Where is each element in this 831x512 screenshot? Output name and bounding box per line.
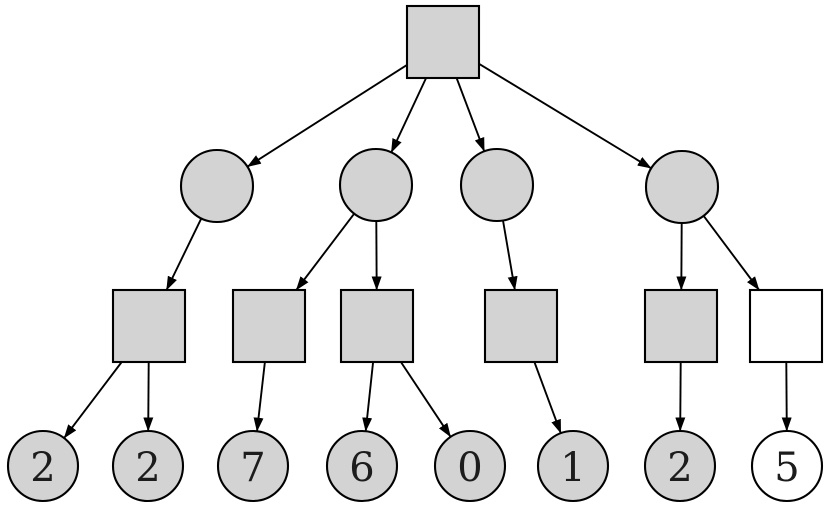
edges-layer xyxy=(63,62,792,439)
node-l2-label: 2 xyxy=(135,445,160,491)
node-l7 xyxy=(643,429,717,503)
edge-s5-l7 xyxy=(675,361,686,432)
edge-s1-l2 xyxy=(143,361,154,432)
edge-c3-s4 xyxy=(502,220,518,291)
node-s6 xyxy=(748,288,824,364)
node-c4 xyxy=(644,149,720,225)
node-l8 xyxy=(750,429,824,503)
node-s4 xyxy=(483,288,559,364)
node-s3 xyxy=(339,288,415,364)
node-l3 xyxy=(216,429,290,503)
node-l4-label: 6 xyxy=(349,445,374,491)
edge-s3-l4 xyxy=(362,361,375,432)
edge-s6-l8 xyxy=(781,361,792,432)
edge-s1-l1 xyxy=(63,361,123,439)
node-l1-label: 2 xyxy=(30,445,55,491)
edge-root-c2 xyxy=(390,77,427,153)
node-s2 xyxy=(231,288,307,364)
node-l6 xyxy=(536,429,610,503)
node-c3 xyxy=(459,147,535,223)
labels-layer: 2 2 7 6 0 1 2 5 xyxy=(30,445,799,491)
edge-c1-s1 xyxy=(165,217,203,291)
edge-root-c1 xyxy=(246,64,408,168)
node-l8-label: 5 xyxy=(774,445,799,491)
edge-root-c4 xyxy=(478,62,652,170)
node-s5 xyxy=(643,288,719,364)
node-root xyxy=(405,4,481,80)
node-l6-label: 1 xyxy=(560,445,585,491)
node-l2 xyxy=(111,429,185,503)
edge-s2-l3 xyxy=(253,361,266,432)
edge-c2-s2 xyxy=(295,213,355,291)
node-l4 xyxy=(325,429,399,503)
edge-c4-s6 xyxy=(702,215,760,291)
node-s1 xyxy=(111,288,187,364)
node-l7-label: 2 xyxy=(667,445,692,491)
edge-root-c3 xyxy=(455,77,486,152)
node-l3-label: 7 xyxy=(240,445,265,491)
node-l5 xyxy=(433,429,507,503)
edge-s3-l5 xyxy=(400,361,452,438)
node-c2 xyxy=(338,147,414,223)
node-c1 xyxy=(179,148,255,224)
node-l5-label: 0 xyxy=(457,445,482,491)
edge-s4-l6 xyxy=(533,361,562,434)
nodes-layer xyxy=(6,4,824,503)
node-l1 xyxy=(6,429,80,503)
